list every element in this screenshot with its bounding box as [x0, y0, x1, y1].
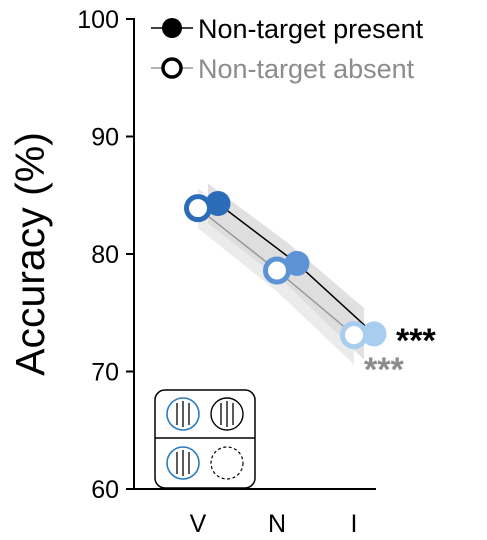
y-tick-label: 70 [91, 359, 119, 387]
y-tick-label: 90 [91, 124, 119, 152]
y-tick-label: 80 [91, 241, 119, 269]
data-point-present [361, 321, 387, 347]
data-point-absent [184, 194, 212, 223]
y-tick-label: 100 [77, 6, 119, 34]
x-tick-label: V [190, 510, 207, 538]
data-point-absent [340, 321, 368, 350]
y-ticks: 60 70 80 90 100 [77, 6, 134, 504]
legend-marker-absent [161, 57, 183, 79]
significance-absent: *** [364, 351, 404, 389]
dashed-empty-circle-icon [210, 446, 244, 480]
grating-blue-circle-icon [166, 397, 200, 431]
legend-marker-present [162, 18, 182, 38]
stimulus-inset [154, 389, 256, 489]
y-tick-label: 60 [91, 476, 119, 504]
data-point-absent [263, 256, 291, 285]
legend: Non-target present Non-target absent [151, 14, 424, 84]
legend-label-absent: Non-target absent [198, 54, 415, 84]
y-axis-label: Accuracy (%) [7, 132, 53, 376]
series-markers [184, 190, 387, 350]
grating-black-circle-icon [210, 397, 244, 431]
significance-present: *** [396, 322, 436, 360]
x-tick-label: I [351, 510, 358, 538]
x-tick-label: N [268, 510, 286, 538]
grating-blue-circle-icon [166, 446, 200, 480]
legend-label-present: Non-target present [198, 14, 424, 44]
